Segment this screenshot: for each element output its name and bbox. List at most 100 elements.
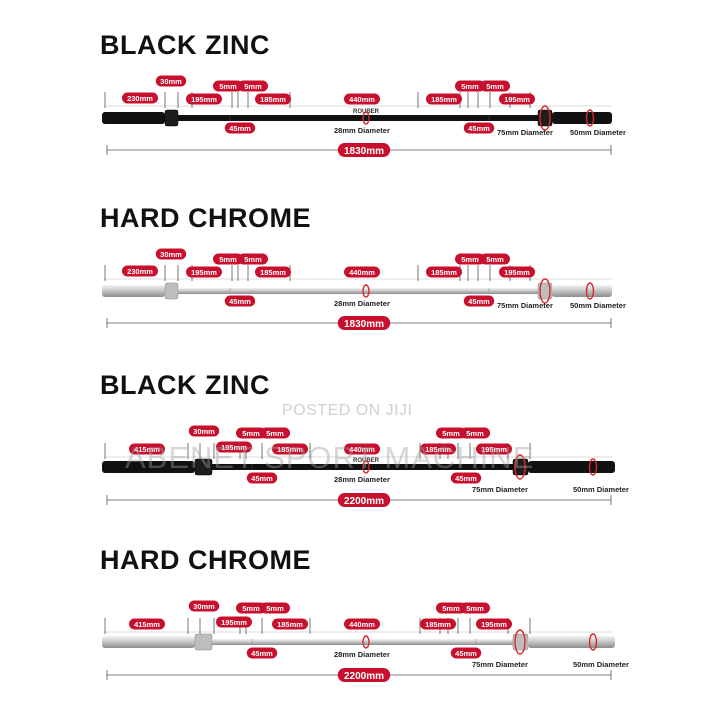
section-title: HARD CHROME — [100, 545, 311, 575]
collar-diameter-text: 75mm Diameter — [472, 485, 528, 494]
label-knurl-r: 45mm — [463, 122, 495, 134]
label-total-length: 1830mm — [337, 143, 391, 157]
svg-text:195mm: 195mm — [221, 443, 247, 452]
shaft-diameter-text: 28mm Diameter — [334, 126, 390, 135]
right-sleeve — [528, 636, 615, 648]
shaft — [178, 288, 538, 294]
sleeve-diameter-text: 50mm Diameter — [570, 128, 626, 137]
svg-text:440mm: 440mm — [349, 445, 375, 454]
label-grip-c: 185mm — [420, 618, 456, 630]
left-sleeve — [102, 285, 165, 297]
sleeve-diameter-ring — [588, 458, 598, 476]
svg-text:5mm: 5mm — [461, 82, 479, 91]
shaft-diameter-text: 28mm Diameter — [334, 299, 390, 308]
label-grip-b: 185mm — [272, 443, 308, 455]
svg-text:195mm: 195mm — [191, 95, 217, 104]
label-knurl-r: 45mm — [463, 295, 495, 307]
label-grip-c: 185mm — [426, 93, 462, 105]
label-gap-a: 5mm — [213, 253, 243, 265]
label-knurl-l: 45mm — [246, 647, 278, 659]
label-grip-d: 195mm — [499, 266, 535, 278]
svg-text:2200mm: 2200mm — [344, 671, 384, 682]
left-sleeve — [102, 636, 195, 648]
svg-text:5mm: 5mm — [466, 604, 484, 613]
label-gap-d: 5mm — [460, 427, 490, 439]
label-gap-b: 5mm — [238, 253, 268, 265]
right-sleeve — [552, 285, 612, 297]
watermark-seller: ABENET SPORT MACHINE — [125, 440, 535, 475]
label-sleeve-end: 230mm — [122, 92, 158, 104]
svg-text:415mm: 415mm — [134, 445, 160, 454]
svg-text:30mm: 30mm — [160, 77, 182, 86]
svg-text:30mm: 30mm — [193, 602, 215, 611]
svg-text:230mm: 230mm — [127, 267, 153, 276]
sleeve-diameter-text: 50mm Diameter — [570, 301, 626, 310]
label-gap-d: 5mm — [460, 602, 490, 614]
collar-diameter-text: 75mm Diameter — [497, 128, 553, 137]
section-title: BLACK ZINC — [100, 370, 270, 400]
svg-text:185mm: 185mm — [277, 620, 303, 629]
section-title: BLACK ZINC — [100, 30, 270, 60]
right-sleeve — [528, 461, 615, 473]
label-grip-c: 185mm — [420, 443, 456, 455]
collar-diameter-text: 75mm Diameter — [497, 301, 553, 310]
svg-text:5mm: 5mm — [442, 604, 460, 613]
svg-text:5mm: 5mm — [442, 429, 460, 438]
collar-diameter-ring — [539, 105, 551, 131]
svg-text:45mm: 45mm — [468, 297, 490, 306]
svg-text:45mm: 45mm — [251, 649, 273, 658]
section-title: HARD CHROME — [100, 203, 311, 233]
shaft-diameter-text: 28mm Diameter — [334, 475, 390, 484]
svg-text:195mm: 195mm — [221, 618, 247, 627]
svg-text:30mm: 30mm — [193, 427, 215, 436]
shaft-diameter-ring — [362, 284, 370, 298]
svg-text:30mm: 30mm — [160, 250, 182, 259]
barbell — [102, 633, 615, 651]
svg-text:5mm: 5mm — [244, 255, 262, 264]
svg-text:185mm: 185mm — [260, 268, 286, 277]
label-collar: 30mm — [188, 600, 220, 612]
svg-text:1830mm: 1830mm — [344, 146, 384, 157]
shaft-diameter-text: 28mm Diameter — [334, 650, 390, 659]
svg-text:5mm: 5mm — [486, 82, 504, 91]
label-grip-d: 195mm — [476, 618, 512, 630]
sleeve-diameter-text: 50mm Diameter — [573, 660, 629, 669]
svg-text:5mm: 5mm — [219, 82, 237, 91]
label-knurl-r: 45mm — [450, 647, 482, 659]
svg-text:195mm: 195mm — [481, 445, 507, 454]
label-knurl-l: 45mm — [224, 122, 256, 134]
svg-text:5mm: 5mm — [242, 604, 260, 613]
bar-diagram: 28mm Diameter 75mm Diameter 50mm Diameter 2… — [102, 248, 626, 330]
label-knurl-l: 45mm — [224, 295, 256, 307]
label-knurl-l: 45mm — [246, 472, 278, 484]
label-grip-a: 195mm — [216, 441, 252, 453]
svg-text:5mm: 5mm — [219, 255, 237, 264]
svg-text:185mm: 185mm — [431, 95, 457, 104]
svg-text:5mm: 5mm — [266, 429, 284, 438]
svg-text:440mm: 440mm — [349, 268, 375, 277]
svg-text:5mm: 5mm — [242, 429, 260, 438]
label-center: 440mm — [344, 618, 380, 630]
label-gap-b: 5mm — [260, 427, 290, 439]
label-grip-b: 185mm — [255, 266, 291, 278]
svg-text:185mm: 185mm — [277, 445, 303, 454]
sleeve-diameter-text: 50mm Diameter — [573, 485, 629, 494]
sleeve-diameter-ring — [588, 633, 598, 651]
label-total-length: 2200mm — [337, 668, 391, 682]
label-grip-b: 185mm — [255, 93, 291, 105]
label-collar: 30mm — [188, 425, 220, 437]
label-collar: 30mm — [155, 248, 187, 260]
label-gap-c: 5mm — [436, 602, 466, 614]
label-gap-c: 5mm — [455, 253, 485, 265]
collar-diameter-ring — [514, 629, 526, 655]
svg-text:230mm: 230mm — [127, 94, 153, 103]
svg-text:185mm: 185mm — [425, 620, 451, 629]
left-collar — [194, 633, 213, 651]
svg-text:5mm: 5mm — [461, 255, 479, 264]
